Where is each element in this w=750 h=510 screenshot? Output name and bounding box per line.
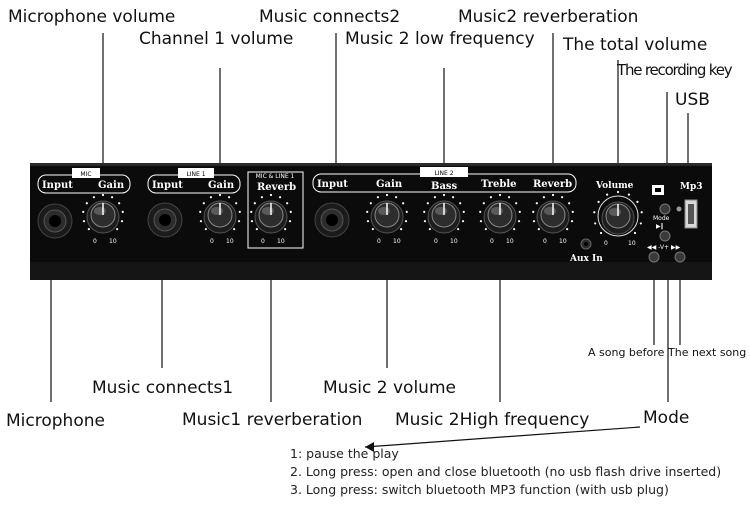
line1-reverb-knob-min-label: 0 xyxy=(261,238,265,245)
mp3-label: Mp3 xyxy=(680,182,703,192)
line2-reverb-knob[interactable] xyxy=(532,193,574,234)
mic-gain-knob-max-label: 10 xyxy=(109,238,117,245)
mic-gain-knob-min-label: 0 xyxy=(93,238,97,245)
jacks xyxy=(37,202,592,250)
master-volume-label: Volume xyxy=(595,181,634,191)
line1-gain-knob[interactable] xyxy=(199,193,241,234)
line2-reverb-knob-max-label: 10 xyxy=(559,238,567,245)
line2-bass-knob[interactable] xyxy=(423,193,465,234)
line2-treble-knob-min-label: 0 xyxy=(490,238,494,245)
play-pause-label: ▶‖ xyxy=(656,223,664,230)
note-3: 3. Long press: switch bluetooth MP3 func… xyxy=(290,482,669,497)
line2-gain-knob-max-label: 10 xyxy=(393,238,401,245)
line1-gain-knob-min-label: 0 xyxy=(210,238,214,245)
line1-input-label: Input xyxy=(152,180,183,191)
master-volume-knob[interactable] xyxy=(593,190,643,237)
line2-bass-knob-max-label: 10 xyxy=(450,238,458,245)
line2-bass-label: Bass xyxy=(431,181,458,192)
mic-input-label: Input xyxy=(42,180,73,191)
note-1: 1: pause the play xyxy=(290,446,399,461)
line2-input-label: Input xyxy=(317,179,348,190)
music1-reverb-callout: Music1 reverberation xyxy=(182,410,363,430)
note-2: 2. Long press: open and close bluetooth … xyxy=(290,464,722,479)
line1-group-tag: LINE 1 xyxy=(186,171,205,178)
music2-low-callout: Music 2 low frequency xyxy=(345,29,535,49)
song-before-callout: A song before xyxy=(588,346,665,359)
line1-reverb-knob[interactable] xyxy=(250,193,292,234)
line2-treble-knob-max-label: 10 xyxy=(506,238,514,245)
music2-high-callout: Music 2High frequency xyxy=(395,410,590,430)
line2-treble-label: Treble xyxy=(481,179,517,190)
line2-group-tag: LINE 2 xyxy=(434,170,453,177)
channel1-volume-callout: Channel 1 volume xyxy=(139,29,294,49)
line1-gain-label: Gain xyxy=(208,180,235,191)
line2-reverb-knob-min-label: 0 xyxy=(543,238,547,245)
line2-treble-knob[interactable] xyxy=(479,193,521,234)
micline-group-tag: MIC & LINE 1 xyxy=(256,173,295,180)
music2-volume-callout: Music 2 volume xyxy=(323,378,456,398)
usb-callout: USB xyxy=(675,90,710,110)
recording-key-callout: The recording key xyxy=(617,61,733,79)
line2-bass-knob-min-label: 0 xyxy=(434,238,438,245)
microphone-callout: Microphone xyxy=(6,411,105,431)
line1-gain-knob-max-label: 10 xyxy=(226,238,234,245)
next-song-callout: The next song xyxy=(668,346,747,359)
transport-label: ◀◀ -V+ ▶▶ xyxy=(647,244,681,251)
music-connects2-callout: Music connects2 xyxy=(259,7,401,27)
music2-reverb-callout: Music2 reverberation xyxy=(458,7,639,27)
aux-in-label: Aux In xyxy=(569,254,603,264)
mic-gain-knob[interactable] xyxy=(82,193,124,234)
mode-label: Mode xyxy=(653,215,670,222)
mic-group-tag: MIC xyxy=(80,171,91,178)
line2-gain-knob[interactable] xyxy=(366,193,408,234)
line2-gain-label: Gain xyxy=(376,179,403,190)
total-volume-callout: The total volume xyxy=(563,35,708,55)
mic-gain-label: Gain xyxy=(98,180,125,191)
mic-volume-callout: Microphone volume xyxy=(8,7,176,27)
master-volume-knob-max-label: 10 xyxy=(628,240,636,247)
mode-callout: Mode xyxy=(643,408,690,428)
line2-reverb-label: Reverb xyxy=(533,179,572,190)
line1-reverb-label: Reverb xyxy=(257,182,296,193)
line1-reverb-knob-max-label: 10 xyxy=(277,238,285,245)
music-connects1-callout: Music connects1 xyxy=(92,378,234,398)
line2-gain-knob-min-label: 0 xyxy=(377,238,381,245)
master-volume-knob-min-label: 0 xyxy=(604,240,608,247)
